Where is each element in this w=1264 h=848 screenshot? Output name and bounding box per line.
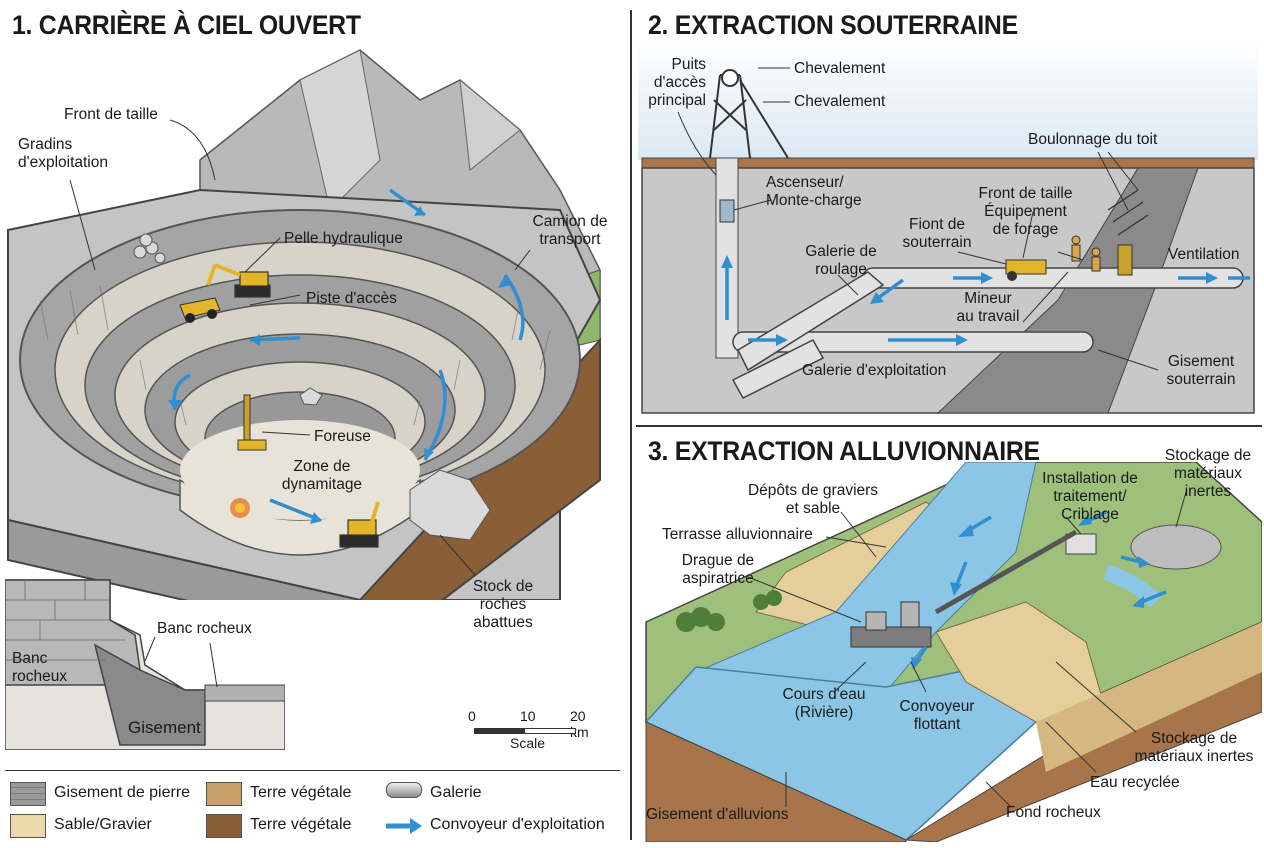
label-front-taille-2: Front de taille Équipement de forage <box>978 185 1073 238</box>
divider-horizontal <box>636 425 1262 427</box>
legend-label-soil-dark: Terre végétale <box>250 816 352 833</box>
label-eau-recyclee: Eau recyclée <box>1090 774 1180 791</box>
label-foreuse: Foreuse <box>314 428 371 445</box>
scale-bar: 0 10 20 km Scale <box>468 708 590 751</box>
label-ventilation: Ventilation <box>1168 246 1240 263</box>
label-piste: Piste d'accès <box>306 290 397 307</box>
label-gradins: Gradins d'exploitation <box>18 136 108 171</box>
label-depots: Dépôts de graviers et sable <box>747 482 879 517</box>
inset-cross-section <box>5 579 285 750</box>
legend-swatch-soil-dark <box>206 814 242 838</box>
label-chevalement-2: Chevalement <box>794 93 886 110</box>
panel1-title: 1. CARRIÈRE À CIEL OUVERT <box>12 10 361 40</box>
divider-vertical <box>630 10 632 840</box>
label-cours-eau: Cours d'eau (Rivière) <box>782 686 866 721</box>
label-fiont: Fiont de souterrain <box>902 216 972 251</box>
scale-tick-10: 10 <box>520 708 536 724</box>
label-camion: Camion de transport <box>532 213 608 248</box>
label-puits: Puits d'accès principal <box>648 56 706 109</box>
label-convoyeur: Convoyeur flottant <box>899 698 975 733</box>
legend-swatch-stone <box>10 782 46 806</box>
label-stock: Stock de roches abattues <box>472 578 534 631</box>
scale-tick-0: 0 <box>468 708 476 724</box>
miner-figure <box>1071 235 1101 272</box>
inset-banc-left: Banc rocheux <box>12 650 68 685</box>
legend-arrow-icon <box>386 818 422 834</box>
drill-equipment <box>1005 244 1133 281</box>
label-chevalement-1: Chevalement <box>794 60 886 77</box>
label-installation: Installation de traitement/ Criblage <box>1042 470 1138 523</box>
scale-tick-20: 20 km <box>570 708 589 740</box>
label-gisement-souterrain: Gisement souterrain <box>1166 353 1236 388</box>
dump-truck <box>179 297 221 323</box>
label-ascenseur: Ascenseur/ Monte-charge <box>766 174 862 209</box>
label-drague: Drague de aspiratrice <box>681 552 755 587</box>
label-stockage-top: Stockage de matériaux inertes <box>1164 447 1252 500</box>
panel2-title: 2. EXTRACTION SOUTERRAINE <box>648 10 1018 40</box>
label-boulonnage: Boulonnage du toit <box>1028 131 1158 148</box>
legend-swatch-soil-light <box>206 782 242 806</box>
label-galerie-roulage: Galerie de roulage <box>805 243 877 278</box>
label-front-de-taille: Front de taille <box>64 106 158 123</box>
label-terrasse: Terrasse alluvionnaire <box>662 526 813 543</box>
legend-label-galerie: Galerie <box>430 784 482 801</box>
label-mineur: Mineur au travail <box>956 290 1020 325</box>
label-pelle: Pelle hydraulique <box>284 230 403 247</box>
legend-label-stone: Gisement de pierre <box>54 784 191 801</box>
legend-label-soil-light: Terre végétale <box>250 784 352 801</box>
label-gisement-alluvions: Gisement d'alluvions <box>646 806 789 823</box>
open-pit-illustration <box>0 40 630 600</box>
blast-zone <box>230 498 250 518</box>
label-dynamitage: Zone de dynamitage <box>281 458 363 493</box>
excavator-top <box>206 263 271 298</box>
legend-label-arrow: Convoyeur d'exploitation <box>430 816 605 833</box>
label-galerie-exploitation: Galerie d'exploitation <box>802 362 947 379</box>
inset-banc-right: Banc rocheux <box>157 620 252 637</box>
label-stockage-bottom: Stockage de matériaux inertes <box>1134 730 1254 765</box>
legend-swatch-sand <box>10 814 46 838</box>
legend-label-sand: Sable/Gravier <box>54 816 152 833</box>
excavator-bottom <box>339 501 380 548</box>
headframe-icon <box>709 69 789 159</box>
drill-rig <box>237 394 267 451</box>
underground-illustration <box>638 40 1258 414</box>
panel3-title: 3. EXTRACTION ALLUVIONNAIRE <box>648 436 1040 466</box>
label-fond-rocheux: Fond rocheux <box>1006 804 1101 821</box>
alluvial-illustration <box>644 462 1262 842</box>
legend-swatch-galerie <box>386 782 422 798</box>
scale-label: Scale <box>510 735 546 751</box>
inset-gisement: Gisement <box>128 718 201 737</box>
